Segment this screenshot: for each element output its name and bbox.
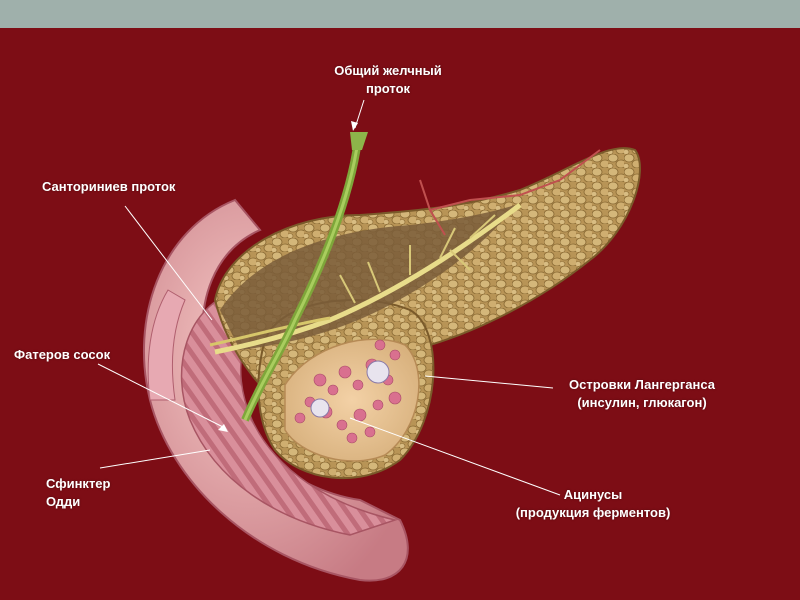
label-vater-papilla: Фатеров сосок (14, 347, 111, 362)
label-oddi-line2: Одди (46, 494, 81, 509)
pointer-arrowheads (218, 121, 358, 432)
label-sphincter-oddi: Сфинктер Одди (46, 475, 110, 511)
label-oddi-line1: Сфинктер (46, 476, 111, 491)
label-acini-line1: Ацинусы (563, 487, 623, 502)
pointer-lines (97, 99, 561, 496)
label-common-bile-duct: Общий желчный проток (318, 62, 458, 98)
bile-duct-stub (350, 132, 368, 150)
branch-ducts (339, 214, 496, 304)
blood-vessels (419, 149, 601, 236)
duodenum-cut-edge (147, 289, 186, 401)
label-acini-line2: (продукция ферментов) (515, 505, 671, 520)
label-common-bile-duct-line1: Общий желчный (334, 63, 442, 78)
top-band (0, 0, 800, 28)
label-islets-line2: (инсулин, глюкагон) (577, 395, 707, 410)
label-islets-of-langerhans: Островки Лангерганса (инсулин, глюкагон) (552, 376, 732, 412)
label-common-bile-duct-line2: проток (365, 81, 411, 96)
santorini-duct-line (209, 316, 331, 347)
label-acini: Ацинусы (продукция ферментов) (498, 486, 688, 522)
islet-of-langerhans (310, 360, 390, 418)
label-santorini-duct: Санториниев проток (42, 179, 176, 194)
main-pancreatic-duct (214, 202, 522, 355)
label-islets-line1: Островки Лангерганса (569, 377, 715, 392)
